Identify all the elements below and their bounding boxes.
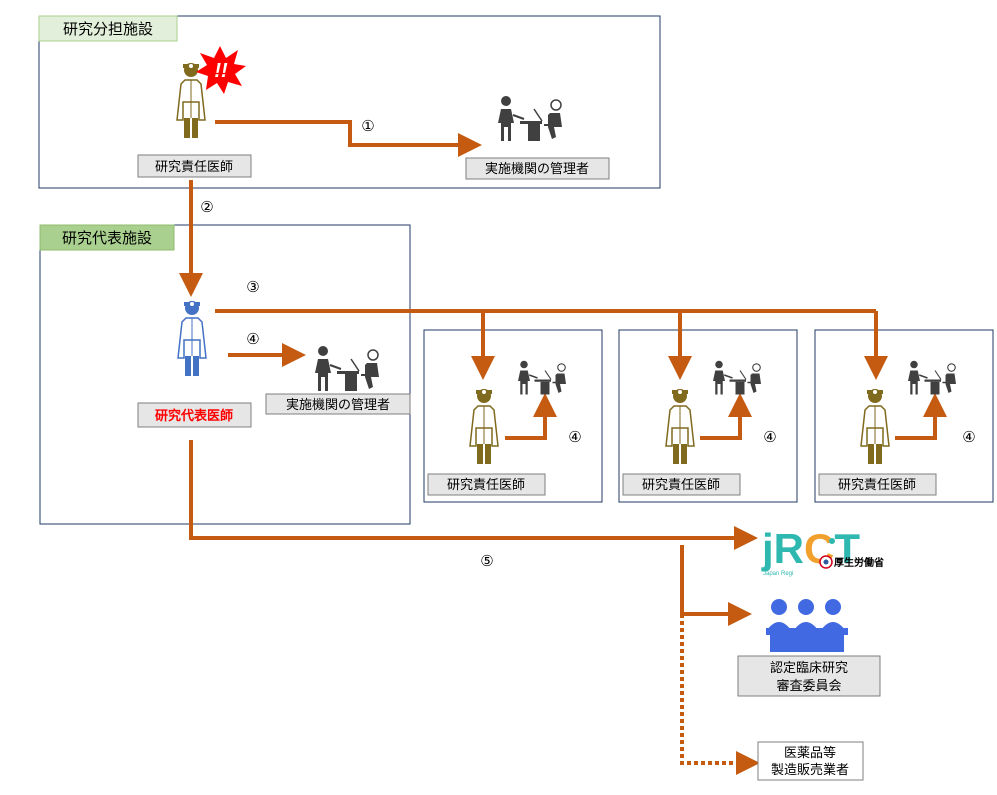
- step3-number: ③: [246, 278, 259, 296]
- site2-admin-icon: [712, 360, 762, 396]
- site3-doctor-label-box: [818, 473, 937, 496]
- rep-admin-label-box: [265, 393, 411, 415]
- jrct-logo: jRCT Japan Regi 厚生労働省: [761, 525, 884, 577]
- committee-label-box: [737, 655, 881, 697]
- manufacturer-label-line1: 医薬品等: [784, 745, 836, 761]
- committee-label-line1: 認定臨床研究: [770, 660, 848, 676]
- step5-number: ⑤: [480, 552, 493, 570]
- rep-doctor-icon: [177, 300, 207, 377]
- step4-number-site2: ④: [763, 428, 776, 446]
- site-box-1: [423, 329, 603, 503]
- branch-doctor-label-box: [137, 154, 252, 178]
- site1-doctor-label: 研究責任医師: [447, 478, 525, 493]
- branch-doctor-label: 研究責任医師: [155, 160, 233, 175]
- rep-doctor-label-box: [137, 402, 252, 428]
- site2-doctor-label-box: [622, 473, 741, 496]
- step1-number: ①: [361, 117, 374, 135]
- site1-doctor-icon: [469, 388, 499, 465]
- site3-doctor-icon: [860, 388, 890, 465]
- arrow-step4-site1: [505, 393, 557, 440]
- arrow-step5-jrct: [189, 440, 758, 550]
- rep-admin-label: 実施機関の管理者: [286, 397, 390, 413]
- step4-number-site3: ④: [962, 428, 975, 446]
- branch-facility-tab: [38, 15, 178, 42]
- arrow-step1: [215, 120, 482, 157]
- representative-facility-box: [39, 224, 411, 525]
- jrct-sub-text: Japan Regi: [763, 571, 793, 577]
- representative-facility-title: 研究代表施設: [62, 229, 152, 247]
- alert-mark: !!: [214, 60, 228, 82]
- manufacturer-label-box: [757, 741, 864, 781]
- site-box-3: [814, 329, 994, 503]
- ministry-text: 厚生労働省: [834, 556, 884, 569]
- arrow-step4-site3: [895, 393, 947, 440]
- site3-doctor-label: 研究責任医師: [838, 478, 916, 493]
- site-box-2: [618, 329, 798, 503]
- step4-number-rep: ④: [246, 330, 259, 348]
- alert-burst-icon: !!: [196, 46, 246, 94]
- committee-label-line2: 審査委員会: [776, 679, 841, 694]
- rep-admin-icon: [314, 345, 380, 392]
- step2-number: ②: [200, 198, 213, 216]
- manufacturer-label-line2: 製造販売業者: [771, 762, 849, 778]
- branch-facility-box: [38, 15, 661, 189]
- site1-doctor-label-box: [427, 473, 546, 496]
- representative-facility-tab: [39, 224, 175, 251]
- branch-facility-title: 研究分担施設: [63, 20, 153, 38]
- site2-doctor-icon: [665, 388, 695, 465]
- site1-admin-icon: [517, 360, 567, 396]
- site2-doctor-label: 研究責任医師: [642, 478, 720, 493]
- branch-admin-label-box: [465, 157, 610, 180]
- step4-number-site1: ④: [568, 428, 581, 446]
- branch-admin-icon: [497, 95, 563, 142]
- branch-admin-label: 実施機関の管理者: [485, 161, 589, 177]
- jrct-logo-text: jRCT: [761, 525, 860, 572]
- rep-doctor-label: 研究代表医師: [155, 408, 233, 424]
- arrow-step5-committee: [680, 545, 752, 626]
- committee-icon: [766, 599, 848, 652]
- arrow-step4-site2: [700, 393, 752, 440]
- site3-admin-icon: [907, 360, 957, 396]
- branch-doctor-icon: [176, 62, 206, 139]
- arrow-step5-manufacturer: [680, 614, 760, 775]
